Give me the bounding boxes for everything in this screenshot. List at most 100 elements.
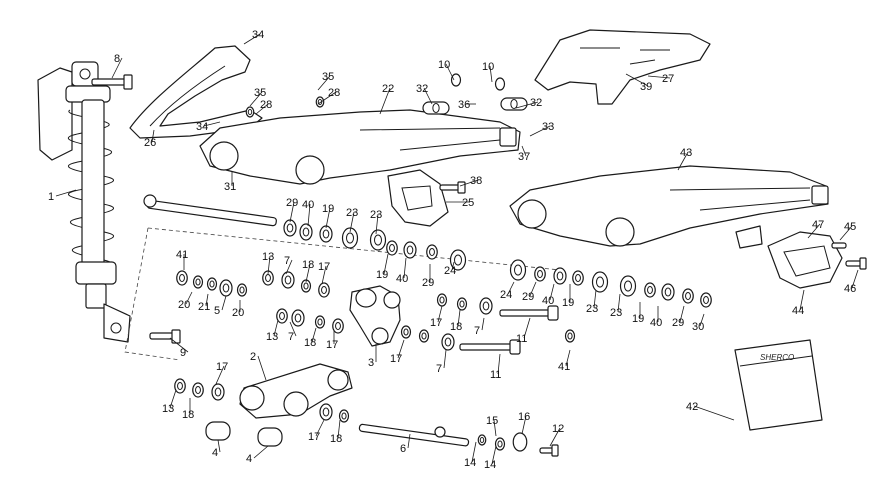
washer-part <box>400 325 412 339</box>
washer-part <box>494 437 506 451</box>
bolt-11 <box>459 305 559 355</box>
leader-line <box>459 179 479 187</box>
callout-7: 7 <box>284 255 290 267</box>
leader-line <box>529 281 537 297</box>
callout-2: 2 <box>250 351 256 363</box>
plate-part <box>422 101 450 115</box>
leader-line <box>403 257 407 279</box>
leader-line <box>489 65 493 83</box>
leader-line <box>205 293 209 307</box>
leader-line <box>445 63 455 81</box>
leader-line <box>471 441 477 463</box>
callout-18: 18 <box>302 259 314 271</box>
leader-line <box>217 439 221 453</box>
washer-part <box>192 275 204 289</box>
callout-25: 25 <box>462 197 474 209</box>
bearing-part <box>332 318 344 334</box>
leader-line <box>273 319 279 337</box>
bearing-part <box>211 383 225 401</box>
callout-28: 28 <box>328 87 340 99</box>
callout-4: 4 <box>246 453 252 465</box>
swingarm-left <box>199 109 521 185</box>
callout-6: 6 <box>400 443 406 455</box>
leader-line <box>799 289 805 311</box>
washer-part <box>436 293 448 307</box>
leader-line <box>325 207 331 229</box>
callout-18: 18 <box>304 337 316 349</box>
chain-guide-44 <box>767 231 843 289</box>
leader-line <box>443 349 447 369</box>
axis-line <box>124 227 181 361</box>
callout-18: 18 <box>330 433 342 445</box>
bearing-part <box>318 282 330 298</box>
swingarm-axle <box>143 194 277 227</box>
callout-44: 44 <box>792 305 804 317</box>
leader-line <box>507 281 515 295</box>
leader-line <box>169 389 177 409</box>
bolt-12 <box>539 444 559 457</box>
leader-line <box>437 305 443 323</box>
leader-line <box>379 87 391 115</box>
callout-17: 17 <box>326 339 338 351</box>
callout-40: 40 <box>396 273 408 285</box>
bolt-9 <box>149 329 181 344</box>
callout-39: 39 <box>640 81 652 93</box>
leader-line <box>497 353 501 375</box>
washer-part <box>192 382 204 398</box>
callout-17: 17 <box>430 317 442 329</box>
callout-40: 40 <box>650 317 662 329</box>
leader-line <box>285 259 293 275</box>
leader-line <box>221 295 227 311</box>
callout-41: 41 <box>558 361 570 373</box>
callout-13: 13 <box>262 251 274 263</box>
leader-line <box>693 405 735 421</box>
leader-line <box>315 419 325 437</box>
washer-part <box>319 225 333 243</box>
leader-line <box>457 309 461 327</box>
nut-part <box>176 270 188 286</box>
callout-10: 10 <box>482 61 494 73</box>
leader-line <box>255 103 269 115</box>
bearing-part <box>591 271 609 293</box>
nut-part <box>174 378 186 394</box>
callout-12: 12 <box>552 423 564 435</box>
callout-29: 29 <box>522 291 534 303</box>
callout-17: 17 <box>390 353 402 365</box>
bearing-part <box>319 403 333 421</box>
washer-part <box>386 240 398 256</box>
bag-logo: SHERCO <box>760 353 794 362</box>
nut-part <box>262 270 274 286</box>
leader-line <box>807 223 821 239</box>
swingarm-right <box>509 165 829 249</box>
leader-line <box>203 121 221 127</box>
leader-line <box>647 75 671 79</box>
leader-line <box>317 91 337 105</box>
callout-21: 21 <box>198 301 210 313</box>
callout-17: 17 <box>216 361 228 373</box>
callout-42: 42 <box>686 401 698 413</box>
leader-line <box>321 265 327 285</box>
rocker-link <box>349 285 401 347</box>
leader-line <box>289 321 297 337</box>
callout-29: 29 <box>286 197 298 209</box>
leader-line <box>549 427 561 447</box>
bushing-part <box>281 271 295 289</box>
leader-line <box>625 73 649 87</box>
leader-line <box>243 33 261 45</box>
callout-37: 37 <box>518 151 530 163</box>
callout-29: 29 <box>422 277 434 289</box>
bushing-part <box>441 333 455 351</box>
callout-32: 32 <box>416 83 428 95</box>
callout-14: 14 <box>464 457 476 469</box>
leader-line <box>185 291 193 305</box>
callout-45: 45 <box>844 221 856 233</box>
leader-line <box>169 337 189 353</box>
nut-part <box>276 308 288 324</box>
washer-part <box>403 241 417 259</box>
callout-17: 17 <box>318 261 330 273</box>
parts-bag: SHERCO <box>734 339 823 431</box>
callout-7: 7 <box>288 331 294 343</box>
washer-part <box>418 329 430 343</box>
washer-part <box>315 96 325 108</box>
callout-4: 4 <box>212 447 218 459</box>
